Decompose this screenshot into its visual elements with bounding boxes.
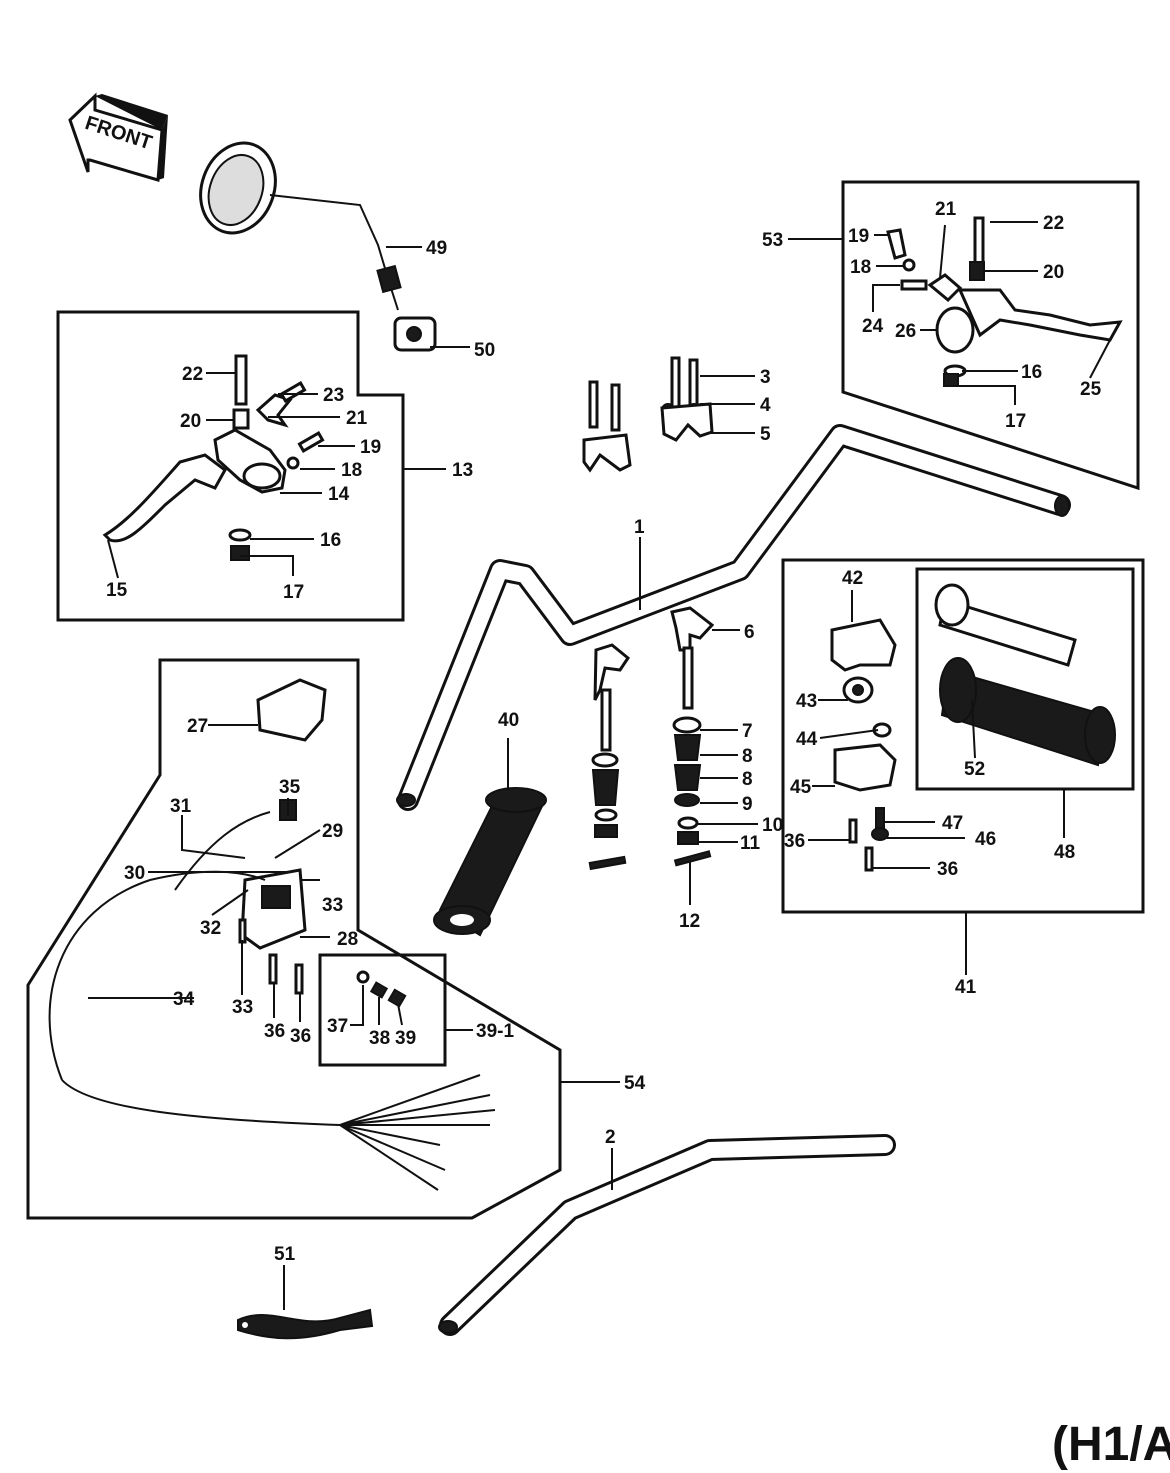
label-19a: 19 [360, 437, 381, 458]
label-38: 38 [369, 1028, 390, 1049]
label-7: 7 [742, 721, 753, 742]
right-lever-parts [886, 216, 1123, 387]
label-47: 47 [942, 813, 963, 834]
label-33b: 33 [232, 997, 253, 1018]
label-26: 26 [895, 321, 916, 342]
switch-parts [48, 678, 496, 1191]
label-36a: 36 [264, 1021, 285, 1042]
label-13: 13 [452, 460, 473, 481]
label-24: 24 [862, 316, 884, 337]
label-29: 29 [322, 821, 343, 842]
label-36b: 36 [290, 1026, 311, 1047]
label-48: 48 [1054, 842, 1075, 863]
label-39-1: 39-1 [476, 1021, 514, 1042]
label-50: 50 [474, 340, 495, 361]
label-49: 49 [426, 238, 447, 259]
label-18a: 18 [341, 460, 362, 481]
label-46: 46 [975, 829, 996, 850]
label-12: 12 [679, 911, 700, 932]
label-18b: 18 [850, 257, 871, 278]
label-45: 45 [790, 777, 812, 798]
label-17b: 17 [1005, 411, 1026, 432]
box-39-1 [318, 953, 447, 1067]
label-36d: 36 [937, 859, 958, 880]
label-27: 27 [187, 716, 208, 737]
label-51: 51 [274, 1244, 296, 1265]
label-43: 43 [796, 691, 817, 712]
label-21b: 21 [935, 199, 957, 220]
throttle-parts [830, 583, 1116, 872]
label-19b: 19 [848, 226, 869, 247]
left-lever-parts [102, 354, 325, 561]
label-23: 23 [323, 385, 344, 406]
label-22a: 22 [182, 364, 203, 385]
label-33a: 33 [322, 895, 343, 916]
label-3: 3 [760, 367, 771, 388]
front-arrow: FRONT [68, 92, 168, 182]
label-14: 14 [328, 484, 350, 505]
label-36c: 36 [784, 831, 805, 852]
label-1: 1 [634, 517, 645, 538]
label-5: 5 [760, 424, 771, 445]
label-54: 54 [624, 1073, 646, 1094]
mirror-assembly [199, 141, 437, 352]
handlebar-clamp-right [660, 356, 714, 442]
label-28: 28 [337, 929, 358, 950]
label-32: 32 [200, 918, 221, 939]
handlebar-2 [438, 1134, 896, 1336]
label-17a: 17 [283, 582, 304, 603]
label-10: 10 [762, 815, 783, 836]
label-2: 2 [605, 1127, 616, 1148]
label-41: 41 [955, 977, 977, 998]
grip-40 [433, 787, 547, 937]
box-53 [841, 180, 1140, 491]
label-25: 25 [1080, 379, 1102, 400]
box-41 [781, 558, 1145, 914]
box-48 [915, 567, 1135, 791]
label-53: 53 [762, 230, 783, 251]
part-labels: 1 2 3 4 5 6 7 8 8 9 10 11 12 13 14 15 16… [106, 199, 1102, 1265]
label-11: 11 [740, 833, 761, 854]
box-54 [26, 658, 562, 1220]
leader-lines [88, 221, 1111, 1310]
model-code: (H1/A [1052, 1418, 1170, 1471]
label-21a: 21 [346, 408, 368, 429]
tool-51 [237, 1308, 374, 1340]
label-35: 35 [279, 777, 301, 798]
label-20a: 20 [180, 411, 201, 432]
handlebar-mounts [588, 606, 715, 871]
label-15: 15 [106, 580, 128, 601]
label-6: 6 [744, 622, 755, 643]
handlebar-clamp-left [582, 380, 632, 473]
label-34: 34 [173, 989, 195, 1010]
handlebar-1 [396, 424, 1071, 811]
label-16a: 16 [320, 530, 341, 551]
label-20b: 20 [1043, 262, 1064, 283]
label-8a: 8 [742, 746, 753, 767]
label-9: 9 [742, 794, 753, 815]
box-13 [56, 310, 405, 622]
label-42: 42 [842, 568, 863, 589]
label-39: 39 [395, 1028, 416, 1049]
label-44: 44 [796, 729, 818, 750]
label-37: 37 [327, 1016, 348, 1037]
label-16b: 16 [1021, 362, 1042, 383]
label-8b: 8 [742, 769, 753, 790]
label-52: 52 [964, 759, 985, 780]
label-40: 40 [498, 710, 519, 731]
label-31: 31 [170, 796, 192, 817]
label-4: 4 [760, 395, 771, 416]
label-22b: 22 [1043, 213, 1064, 234]
label-30: 30 [124, 863, 145, 884]
